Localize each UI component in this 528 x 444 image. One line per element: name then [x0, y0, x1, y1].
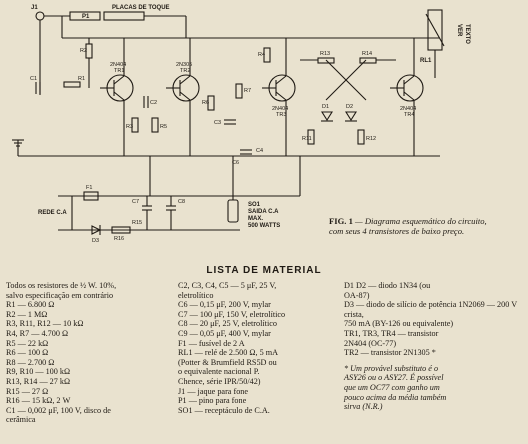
parts-line: o equivalente nacional P. [178, 367, 260, 377]
label-r14: R14 [362, 51, 372, 57]
parts-line: Chence, série IPR/50/42) [178, 376, 261, 386]
label-d2: D2 [346, 104, 353, 110]
tr1-ref: TR1 [114, 68, 124, 74]
so1-line2: SAIDA C.A [248, 209, 279, 215]
footnote-line: pouco acima da média também [344, 392, 447, 402]
parts-line: D3 — diodo de silício de potência 1N2069… [344, 300, 517, 319]
parts-line: R16 — 15 kΩ, 2 W [6, 396, 71, 406]
label-c8: C8 [178, 199, 185, 205]
label-f1: F1 [86, 185, 92, 191]
parts-line: eletrolítico [178, 290, 214, 300]
tr3-ref: TR3 [276, 112, 286, 118]
parts-line: RL1 — relé de 2.500 Ω, 5 mA [178, 348, 278, 358]
label-r7: R7 [244, 88, 251, 94]
parts-line: R3, R11, R12 — 10 kΩ [6, 319, 84, 329]
parts-line: R2 — 1 MΩ [6, 309, 48, 319]
parts-line: D1 D2 — diodo 1N34 (ou [344, 281, 431, 290]
label-r12: R12 [366, 136, 376, 142]
parts-line: TR2 — transistor 2N1305 * [344, 348, 436, 358]
parts-line: OA-87) [344, 290, 370, 300]
figure-caption: FIG. 1 — Diagrama esquemático do circuit… [329, 216, 499, 236]
label-r13: R13 [320, 51, 330, 57]
label-r11: R11 [302, 136, 312, 142]
label-texto: TEXTO [464, 24, 470, 44]
parts-line: P1 — pino para fone [178, 396, 247, 406]
footnote-line: que um OC77 com ganho um [344, 382, 440, 392]
parts-line: F1 — fusível de 2 A [178, 338, 245, 348]
parts-line: R6 — 100 Ω [6, 348, 49, 358]
tr3-type: 2N404 [272, 106, 288, 112]
parts-line: R1 — 6.800 Ω [6, 300, 55, 310]
footnote-line: sirva (N.R.) [344, 402, 383, 412]
label-r16: R16 [114, 236, 124, 242]
parts-line: TR1, TR3, TR4 — transistor [344, 328, 439, 338]
parts-line: C2, C3, C4, C5 — 5 μF, 25 V, [178, 281, 277, 290]
label-c4: C4 [256, 148, 263, 154]
caption-fig: FIG. 1 [329, 216, 353, 226]
so1-line3: MAX. [248, 216, 263, 222]
parts-line: C7 — 100 μF, 150 V, eletrolítico [178, 309, 286, 319]
parts-line: R15 — 27 Ω [6, 386, 49, 396]
label-p1: P1 [82, 14, 90, 20]
parts-line: R5 — 22 kΩ [6, 338, 49, 348]
so1-line4: 500 WATTS [248, 223, 280, 229]
footnote-line: * Um provável substituto é o [344, 363, 439, 373]
parts-line: 750 mA (BY-126 ou equivalente) [344, 319, 454, 329]
parts-line: (Potter & Brumfield RS5D ou [178, 357, 277, 367]
label-d1: D1 [322, 104, 329, 110]
tr4-type: 2N404 [400, 106, 416, 112]
parts-line: R13, R14 — 27 kΩ [6, 376, 71, 386]
circuit-schematic: PLACAS DE TOQUE J1 P1 RL1 VER TEXTO 2N40… [12, 5, 470, 244]
label-c6: C6 [232, 160, 239, 166]
caption-text: — Diagrama esquemático do circuito, com … [329, 216, 487, 236]
label-d3: D3 [92, 238, 99, 244]
label-ver: VER [456, 24, 462, 37]
parts-line: R9, R10 — 100 kΩ [6, 367, 71, 377]
so1-line1: SO1 [248, 202, 261, 208]
label-rl1: RL1 [420, 58, 432, 64]
parts-line: SO1 — receptáculo de C.A. [178, 405, 270, 415]
label-r2: R2 [80, 48, 87, 54]
footnote-line: ASY26 ou o ASY27. É possível [344, 373, 444, 383]
label-c1: C1 [30, 76, 37, 82]
label-r5: R5 [160, 124, 167, 130]
label-placas-de-toque: PLACAS DE TOQUE [112, 5, 170, 11]
label-rede-ca: REDE C.A [38, 210, 67, 216]
parts-line: C6 — 0,15 μF, 200 V, mylar [178, 300, 271, 310]
parts-line: Todos os resistores de ½ W. 10%, [6, 281, 117, 290]
label-r1: R1 [78, 76, 85, 82]
tr2-ref: TR2 [180, 68, 190, 74]
parts-column-3: D1 D2 — diodo 1N34 (ou OA-87) D3 — diodo… [344, 281, 526, 412]
label-r4: R4 [258, 52, 265, 58]
label-r15: R15 [132, 220, 142, 226]
label-c2: C2 [150, 100, 157, 106]
parts-line: R4, R7 — 4.700 Ω [6, 328, 69, 338]
tr2-type: 2N305 [176, 62, 192, 68]
parts-column-2: C2, C3, C4, C5 — 5 μF, 25 V, eletrolític… [178, 281, 343, 415]
parts-line: C1 — 0,002 μF, 100 V, disco de [6, 405, 111, 415]
parts-line: 2N404 (OC-77) [344, 338, 397, 348]
parts-line: cerâmica [6, 415, 36, 425]
label-j1: J1 [31, 5, 38, 11]
tr4-ref: TR4 [404, 112, 414, 118]
label-r6: R6 [202, 100, 209, 106]
parts-line: R8 — 2.700 Ω [6, 357, 55, 367]
label-c7: C7 [132, 199, 139, 205]
tr1-type: 2N404 [110, 62, 126, 68]
list-title: LISTA DE MATERIAL [206, 265, 322, 276]
parts-line: C8 — 20 μF, 25 V, eletrolítico [178, 319, 277, 329]
parts-column-1: Todos os resistores de ½ W. 10%, salvo e… [6, 281, 166, 425]
label-r3: R3 [126, 124, 133, 130]
parts-line: salvo especificação em contrário [6, 290, 114, 300]
parts-line: J1 — jaque para fone [178, 386, 249, 396]
label-c3: C3 [214, 120, 221, 126]
parts-line: C9 — 0,05 μF, 400 V, mylar [178, 328, 271, 338]
